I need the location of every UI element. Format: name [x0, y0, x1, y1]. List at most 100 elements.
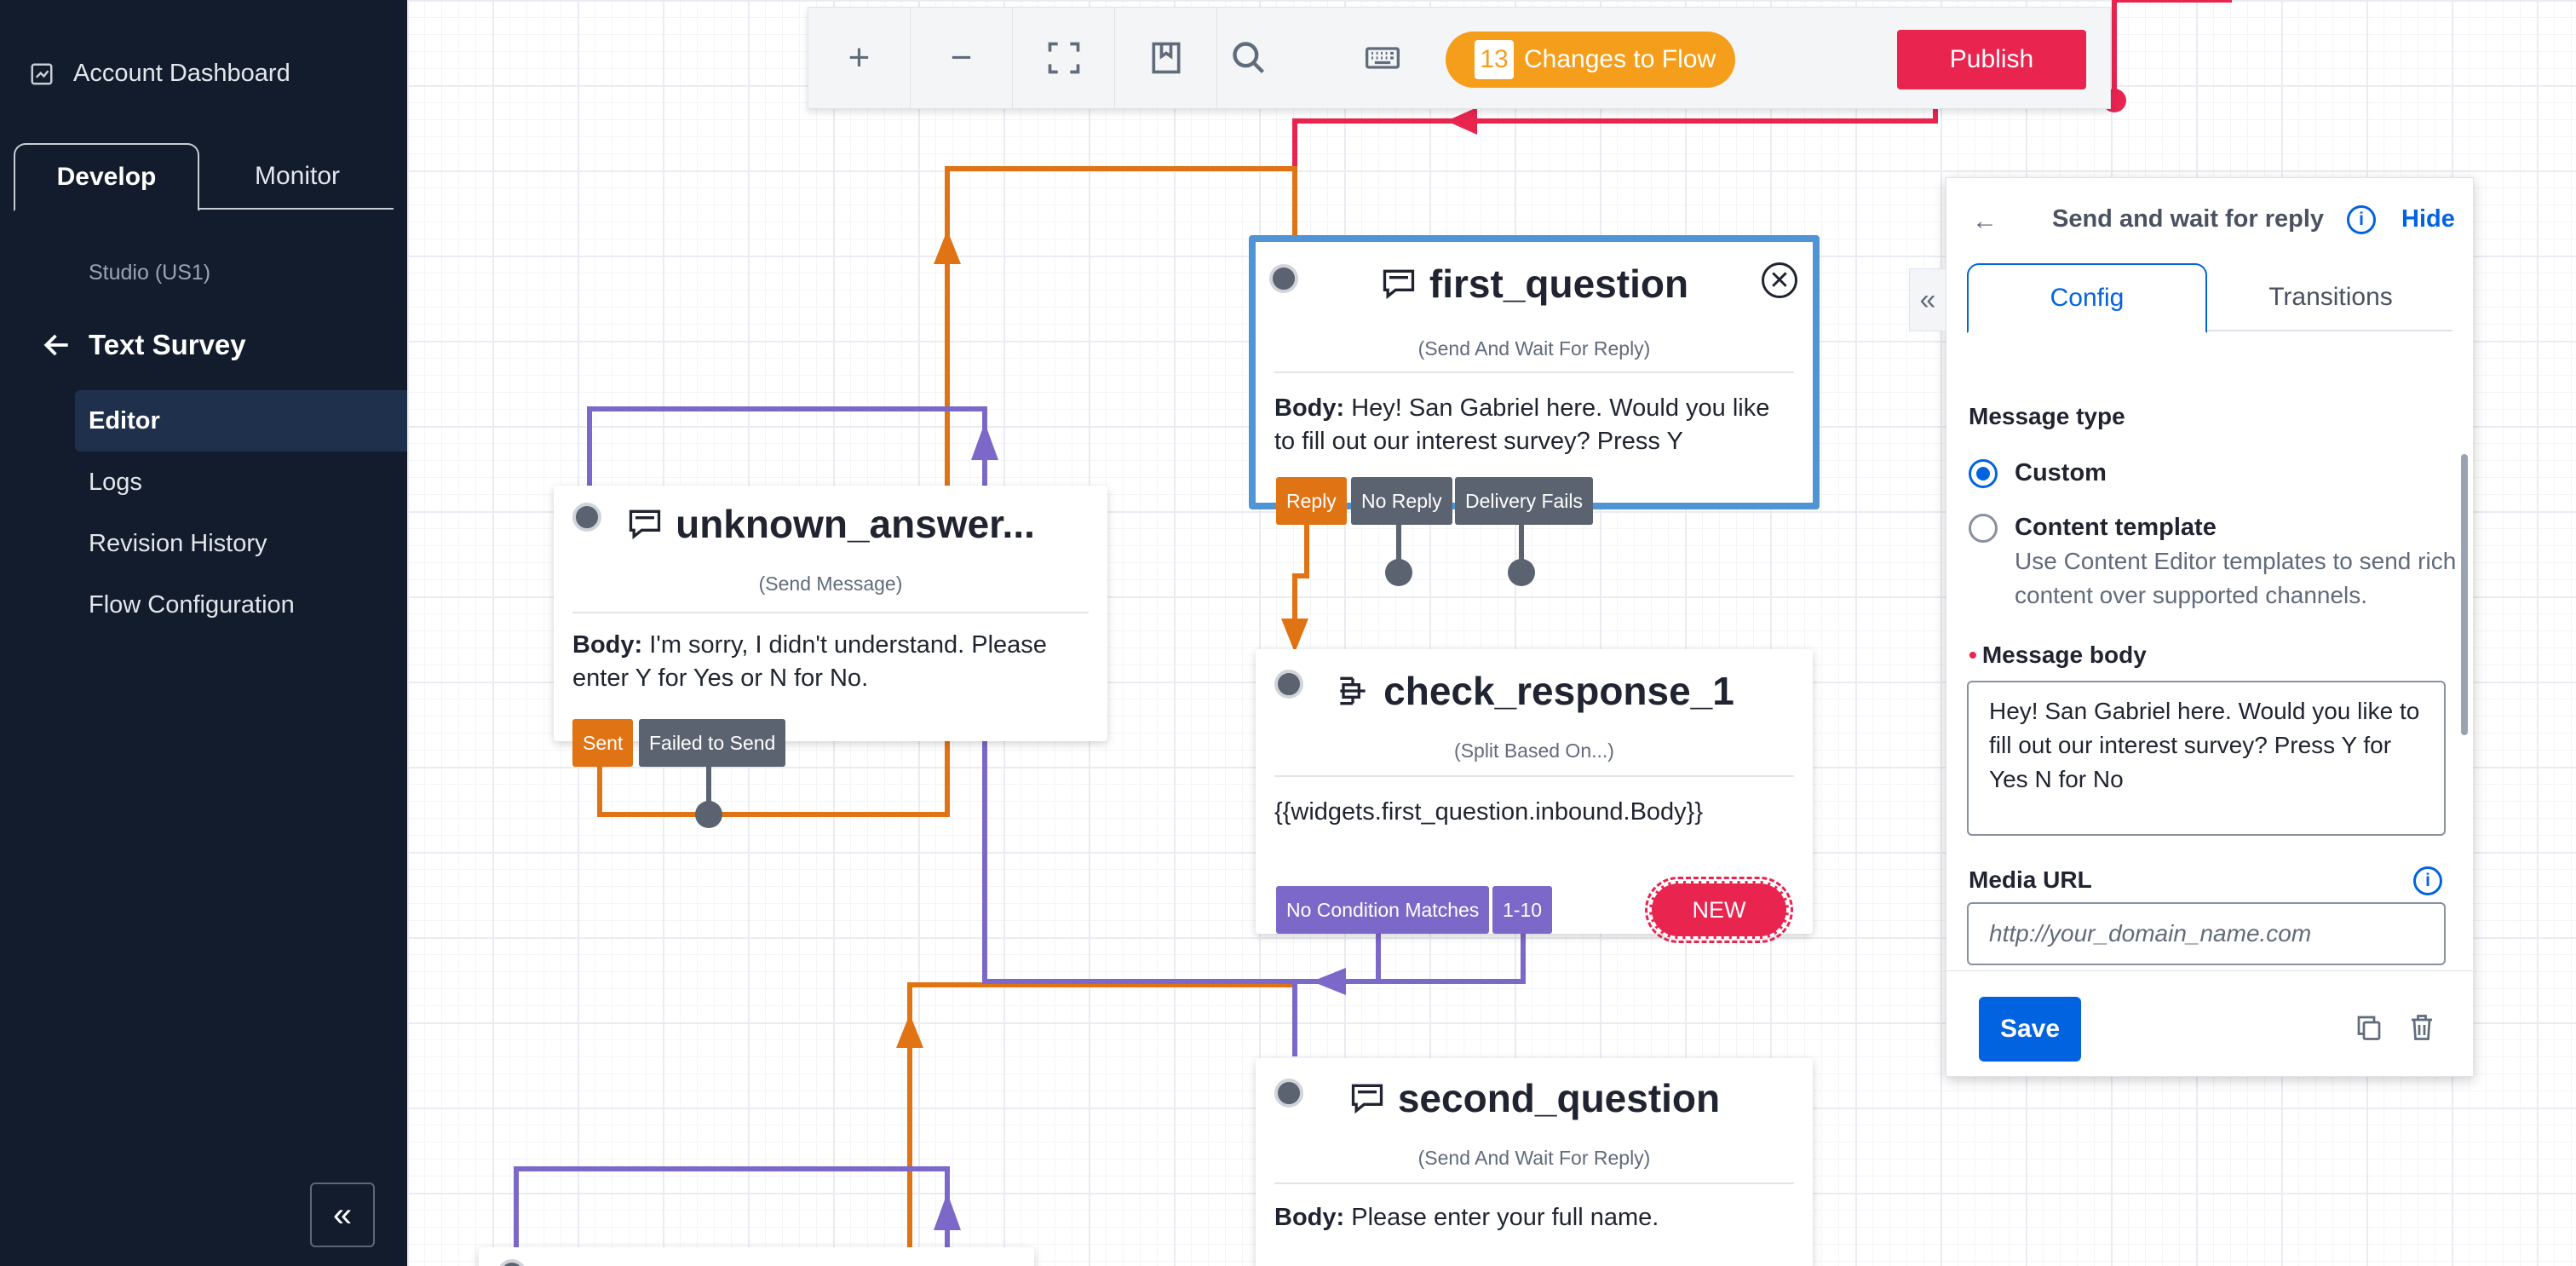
- transition-failed-to-send[interactable]: Failed to Send: [639, 719, 786, 767]
- widget-body: Body: Hey! San Gabriel here. Would you l…: [1274, 392, 1794, 458]
- save-button[interactable]: Save: [1979, 997, 2081, 1062]
- search-button[interactable]: [1217, 7, 1280, 109]
- message-body-label-text: Message body: [1981, 642, 2147, 668]
- wire-purple-arrow-left: [1312, 968, 1346, 995]
- zoom-out-button[interactable]: −: [911, 7, 1013, 109]
- widget-name: second_question: [1397, 1076, 1721, 1120]
- radio-content-template[interactable]: [1969, 514, 1998, 543]
- widget-header: unknown_answer...: [554, 501, 1107, 547]
- sidebar-item-revision-history[interactable]: Revision History: [89, 529, 267, 557]
- bookmark-icon: [1152, 42, 1180, 74]
- widget-type: (Send Message): [758, 573, 903, 595]
- panel-scrollbar[interactable]: [2461, 454, 2468, 735]
- widget-divider: [572, 612, 1089, 613]
- account-dashboard-link[interactable]: Account Dashboard: [29, 60, 290, 88]
- widget-first-question[interactable]: first_question ✕ (Send And Wait For Repl…: [1249, 235, 1820, 509]
- fit-screen-button[interactable]: [1013, 7, 1115, 109]
- chat-bubble-icon: [1351, 1084, 1383, 1114]
- widget-header: first_question: [1256, 261, 1813, 307]
- widget-unknown-answer[interactable]: unknown_answer... (Send Message) Body: I…: [554, 486, 1107, 741]
- collapse-sidebar-button[interactable]: «: [310, 1183, 375, 1247]
- media-url-input[interactable]: http://your_domain_name.com: [1967, 902, 2446, 965]
- info-icon[interactable]: i: [2347, 205, 2376, 234]
- widget-input-dot[interactable]: [1274, 670, 1303, 699]
- widget-second-question[interactable]: second_question (Send And Wait For Reply…: [1256, 1058, 1813, 1266]
- studio-region-label: Studio (US1): [89, 261, 211, 285]
- sidebar-item-editor[interactable]: Editor: [75, 390, 407, 452]
- transition-1-10[interactable]: 1-10: [1492, 886, 1553, 934]
- widget-body-label: Body:: [572, 631, 643, 659]
- new-transition-button[interactable]: NEW: [1645, 877, 1793, 943]
- radio-custom[interactable]: [1969, 459, 1998, 488]
- publish-button[interactable]: Publish: [1897, 30, 2086, 89]
- message-type-label: Message type: [1969, 403, 2125, 429]
- widget-input-dot[interactable]: [1274, 1079, 1303, 1108]
- panel-title: Send and wait for reply: [2052, 205, 2325, 233]
- search-icon: [1233, 42, 1265, 74]
- fit-screen-icon: [1048, 42, 1079, 74]
- widget-body-text: Please enter your full name.: [1351, 1204, 1659, 1231]
- bookmark-button[interactable]: [1115, 7, 1217, 109]
- dashboard-icon: [31, 63, 53, 84]
- wire-orange-arrow-up-2: [896, 1014, 923, 1048]
- arrow-left-icon: [43, 334, 68, 356]
- keyboard-icon: [1366, 47, 1400, 69]
- widget-body: Body: I'm sorry, I didn't understand. Pl…: [572, 629, 1089, 695]
- tab-develop[interactable]: Develop: [14, 143, 199, 211]
- tab-transitions[interactable]: Transitions: [2268, 283, 2393, 311]
- transition-reply[interactable]: Reply: [1276, 477, 1347, 525]
- sidebar-tabs: Develop Monitor: [14, 143, 394, 211]
- widget-type: (Send And Wait For Reply): [1417, 337, 1651, 360]
- zoom-in-button[interactable]: +: [808, 7, 911, 109]
- widget-input-dot[interactable]: [572, 503, 601, 532]
- info-icon[interactable]: i: [2413, 866, 2442, 895]
- chevron-double-left-icon[interactable]: «: [1909, 268, 1946, 331]
- panel-back-button[interactable]: ←: [1972, 207, 1998, 235]
- split-icon: [1340, 676, 1366, 705]
- widget-divider: [1274, 1183, 1794, 1184]
- transition-no-condition-matches[interactable]: No Condition Matches: [1276, 886, 1490, 934]
- widget-type: (Split Based On...): [1454, 739, 1614, 762]
- account-dashboard-label: Account Dashboard: [73, 60, 290, 87]
- trash-icon[interactable]: [2406, 1012, 2437, 1043]
- message-body-textarea[interactable]: Hey! San Gabriel here. Would you like to…: [1967, 681, 2446, 836]
- widget-divider: [1274, 775, 1794, 777]
- widget-input-dot[interactable]: [497, 1259, 526, 1266]
- widget-header: second_question: [1256, 1075, 1813, 1121]
- widget-body-text: I'm sorry, I didn't understand. Please e…: [572, 631, 1047, 692]
- tab-monitor[interactable]: Monitor: [254, 162, 341, 190]
- transition-sent[interactable]: Sent: [572, 719, 634, 767]
- widget-input-dot[interactable]: [1269, 264, 1298, 293]
- tab-config[interactable]: Config: [1967, 263, 2207, 333]
- widget-name: check_response_1: [1383, 669, 1734, 713]
- panel-tabs: Config Transitions: [1967, 263, 2452, 333]
- message-body-label: •Message body: [1969, 642, 2147, 669]
- radio-content-template-label[interactable]: Content template: [2015, 514, 2217, 541]
- sidebar-item-flow-configuration[interactable]: Flow Configuration: [89, 590, 295, 619]
- panel-hide-button[interactable]: Hide: [2401, 205, 2455, 233]
- media-url-label: Media URL: [1969, 866, 2092, 893]
- flow-title: Text Survey: [89, 329, 246, 360]
- wire-purple-arrow-up-2: [934, 1193, 961, 1230]
- wire-red-arrow: [1446, 107, 1477, 135]
- widget-name: unknown_answer...: [676, 502, 1035, 546]
- widget-config-panel: ← Send and wait for reply i Hide « Confi…: [1909, 177, 2474, 1077]
- sidebar-item-logs[interactable]: Logs: [89, 468, 142, 496]
- widget-offscreen[interactable]: [479, 1247, 1034, 1266]
- transition-delivery-fails[interactable]: Delivery Fails: [1455, 477, 1594, 525]
- copy-icon[interactable]: [2354, 1012, 2384, 1043]
- changes-to-flow-button[interactable]: 13 Changes to Flow: [1446, 32, 1735, 88]
- chat-bubble-icon: [1383, 269, 1415, 300]
- required-marker: •: [1969, 642, 1977, 668]
- close-icon[interactable]: ✕: [1762, 262, 1797, 298]
- wire-orange-arrow-up: [934, 230, 961, 264]
- widget-body: Body: Please enter your full name.: [1274, 1201, 1794, 1234]
- widget-body-label: Body:: [1274, 394, 1345, 422]
- radio-custom-label[interactable]: Custom: [2015, 459, 2107, 486]
- transition-no-reply[interactable]: No Reply: [1351, 477, 1452, 525]
- content-template-help: Use Content Editor templates to send ric…: [2015, 548, 2457, 608]
- keyboard-shortcuts-button[interactable]: [1331, 7, 1434, 109]
- flow-title-back[interactable]: Text Survey: [41, 329, 246, 361]
- widget-name: first_question: [1429, 262, 1689, 306]
- wire-orange-arrow-down: [1281, 619, 1308, 653]
